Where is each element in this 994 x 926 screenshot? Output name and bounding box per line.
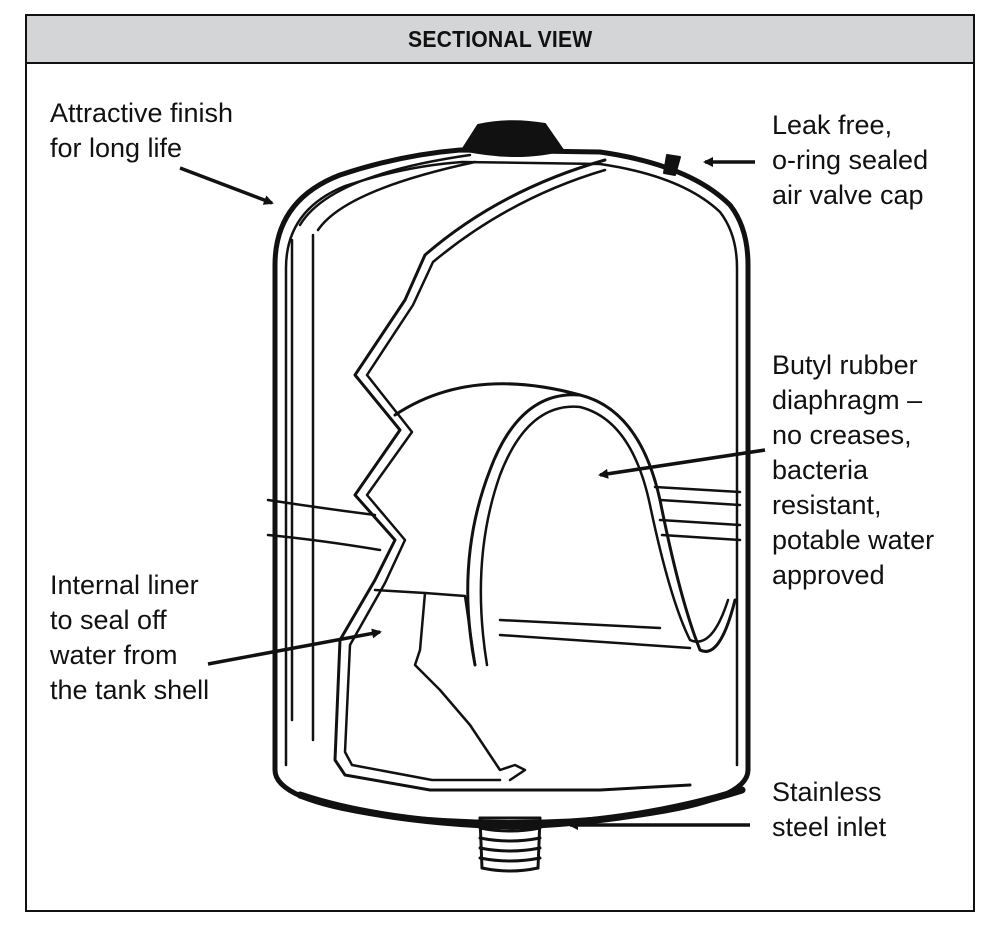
tank-shell-inner — [284, 160, 739, 767]
diagram-title: SECTIONAL VIEW — [407, 25, 593, 52]
air-valve-cap — [663, 154, 681, 176]
label-air-valve-cap: Leak free, o-ring sealed air valve cap — [772, 110, 929, 210]
diagram-frame: SECTIONAL VIEW — [25, 14, 975, 912]
top-cap — [461, 120, 564, 157]
diaphragm-base-1 — [498, 618, 662, 630]
seam-curve — [298, 153, 472, 227]
arrow-diaphragm — [598, 448, 766, 479]
label-attractive-finish: Attractive finish for long life — [50, 98, 234, 163]
diaphragm-arch-inner — [479, 405, 730, 667]
liner-edge — [373, 588, 527, 782]
mid-band-right-2 — [658, 498, 742, 507]
label-butyl-diaphragm: Butyl rubber diaphragm – no creases, bac… — [772, 350, 935, 590]
mid-band-right-1 — [653, 485, 742, 494]
liner-top — [423, 591, 477, 667]
diaphragm-base-2 — [498, 633, 692, 650]
diaphragm-arch-outer — [466, 393, 737, 667]
inlet-threads — [478, 816, 542, 873]
arrow-finish — [179, 166, 274, 205]
mid-band-left-bottom — [266, 533, 382, 552]
mid-band-right-4 — [660, 533, 742, 542]
title-bar: SECTIONAL VIEW — [27, 16, 973, 64]
mid-band-right-3 — [658, 518, 742, 527]
seam-curve-2 — [316, 160, 477, 232]
tank-bottom-rim — [296, 786, 746, 830]
diaphragm-top — [393, 382, 582, 417]
mid-band-left-top — [266, 498, 377, 517]
label-stainless-inlet: Stainless steel inlet — [772, 777, 887, 842]
label-internal-liner: Internal liner to seal off water from th… — [50, 570, 210, 705]
cutaway-edge-outer — [333, 158, 692, 792]
arrow-liner — [207, 628, 382, 666]
cutaway-edge-inner — [343, 168, 607, 782]
